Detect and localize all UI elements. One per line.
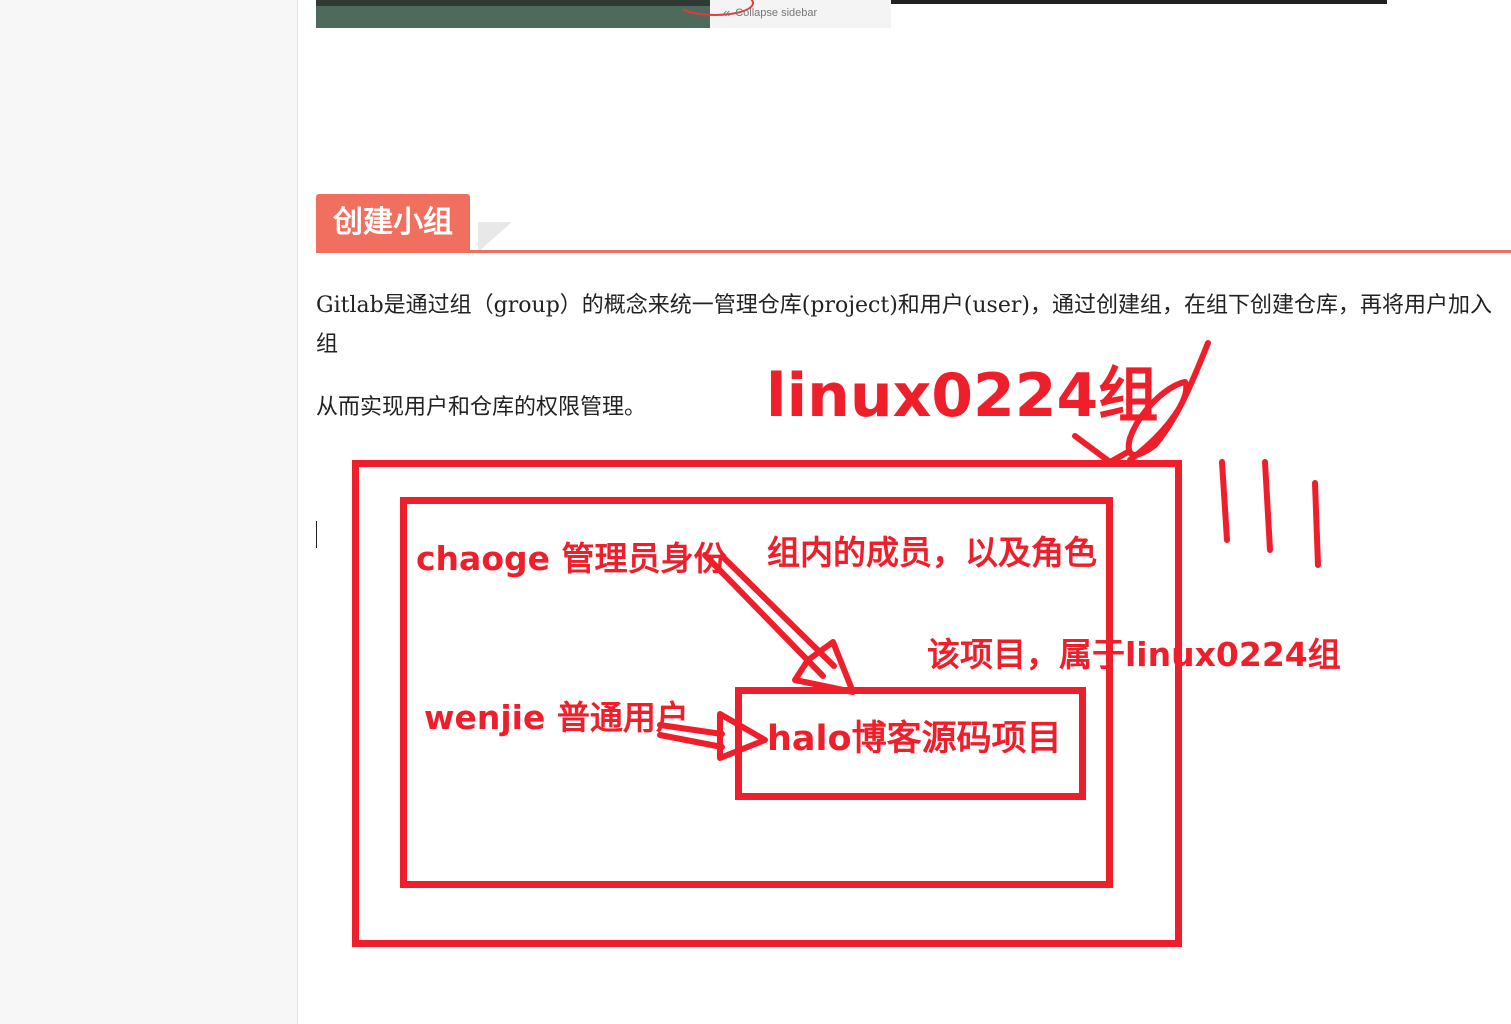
- collapse-sidebar-button[interactable]: « Collapse sidebar: [723, 6, 817, 19]
- normal-user-annotation: wenjie 普通用户: [424, 698, 689, 737]
- embedded-screenshot: [316, 0, 891, 28]
- double-chevron-left-icon: «: [723, 5, 731, 20]
- wenjie-arrow-head: [717, 711, 768, 761]
- section-heading-title: 创建小组: [316, 194, 470, 252]
- article-content: [298, 0, 1511, 1024]
- project-name-annotation: halo博客源码项目: [767, 719, 1062, 759]
- group-title-annotation: linux0224组: [766, 361, 1159, 431]
- heading-underline: [316, 250, 1511, 253]
- summary-paragraph: 从而实现用户和仓库的权限管理。: [316, 395, 647, 420]
- text-cursor: [316, 521, 317, 548]
- pen-swoosh: [1125, 340, 1211, 463]
- left-sidebar: [0, 0, 298, 1024]
- pen-tick-2: [1262, 459, 1273, 553]
- heading-fold-decoration: [478, 222, 512, 252]
- pen-tick-3: [1312, 480, 1321, 568]
- admin-arrow-head: [792, 639, 856, 695]
- members-box: [400, 497, 1113, 888]
- group-outer-box: [352, 460, 1182, 947]
- pen-hook: [1072, 433, 1131, 465]
- intro-paragraph: Gitlab是通过组（group）的概念来统一管理仓库(project)和用户(…: [316, 293, 1492, 357]
- admin-arrow-shaft: [702, 552, 837, 679]
- embedded-screenshot-bar: [891, 0, 1387, 4]
- admin-user-annotation: chaoge 管理员身份: [416, 539, 727, 578]
- project-belongs-annotation: 该项目，属于linux0224组: [927, 635, 1341, 674]
- members-note-annotation: 组内的成员，以及角色: [767, 533, 1097, 572]
- wenjie-arrow-shaft: [657, 722, 725, 750]
- collapse-sidebar-label: Collapse sidebar: [735, 6, 818, 19]
- embedded-screenshot-dark-panel: [316, 0, 710, 28]
- project-box: [735, 687, 1086, 800]
- pen-tick-1: [1219, 459, 1230, 543]
- section-heading: 创建小组: [316, 194, 1511, 254]
